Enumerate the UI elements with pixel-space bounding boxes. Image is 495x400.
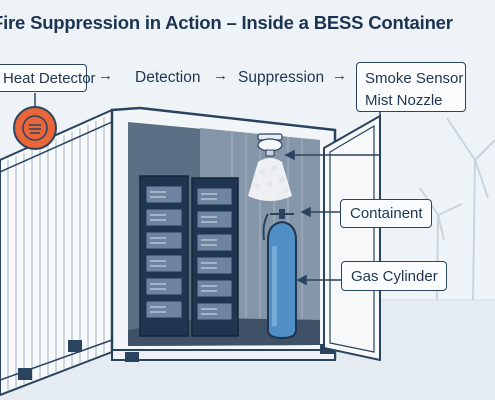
mist-nozzle-icon <box>257 133 283 157</box>
containment-label: Containent <box>340 199 432 228</box>
battery-rack-left <box>139 175 189 337</box>
heat-detector-text: Heat Detector <box>3 70 96 87</box>
heat-detector-icon <box>13 93 57 150</box>
arrow-right-icon: → <box>98 67 113 84</box>
arrow-right-icon: → <box>213 67 228 84</box>
mist-spray <box>248 158 292 201</box>
gas-cylinder-label: Gas Cylinder <box>341 261 447 291</box>
gas-cylinder-icon <box>262 209 297 340</box>
arrow-right-icon: → <box>332 67 347 84</box>
heat-detector-label: Heat Detector <box>0 64 96 92</box>
container-side-wall <box>0 108 113 397</box>
battery-rack-right <box>191 177 239 337</box>
smoke-sensor-text: Smoke Sensor <box>365 70 464 87</box>
page-title: Fire Suppression in Action – Inside a BE… <box>0 12 453 33</box>
detection-label: Detection <box>135 69 201 86</box>
mist-nozzle-text: Mist Nozzle <box>365 92 443 109</box>
container-door <box>323 114 381 362</box>
smoke-sensor-mist-nozzle-label: Smoke Sensor Mist Nozzle <box>356 62 466 112</box>
suppression-label: Suppression <box>238 69 325 86</box>
containment-text: Containent <box>350 205 423 222</box>
gas-cylinder-text: Gas Cylinder <box>351 268 438 285</box>
